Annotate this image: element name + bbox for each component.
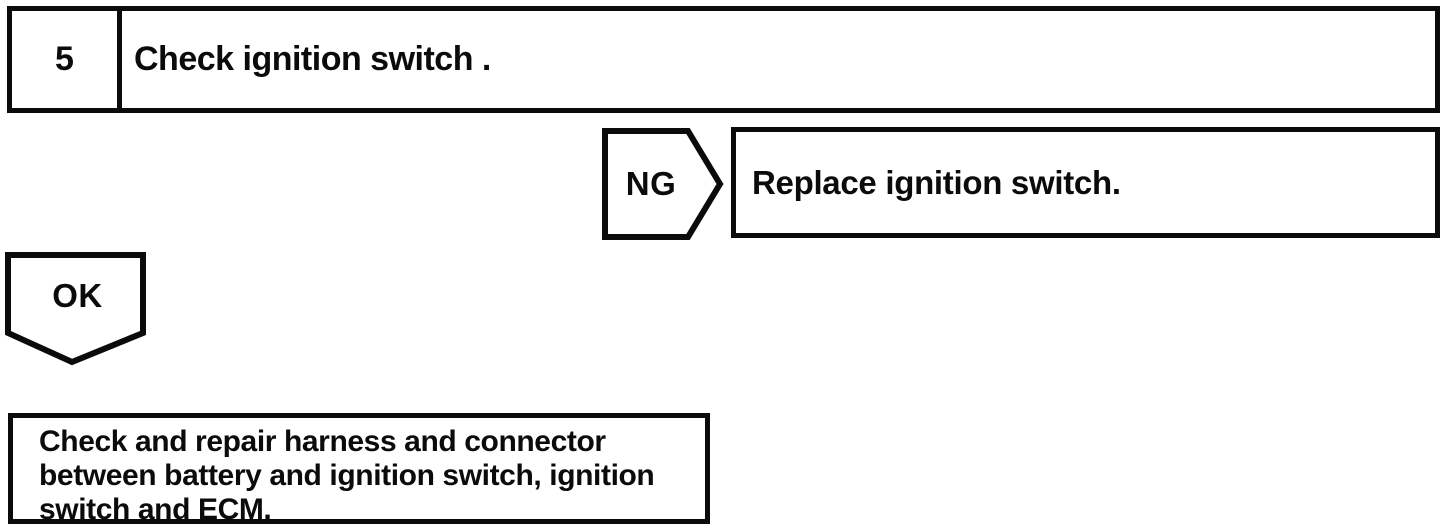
ok-action-box: Check and repair harness and connector b… bbox=[8, 413, 710, 526]
ok-label: OK bbox=[52, 277, 103, 314]
step-header-box: 5 Check ignition switch . bbox=[7, 6, 1440, 113]
ng-action-box: Replace ignition switch. bbox=[731, 127, 1440, 238]
ok-connector: OK bbox=[4, 251, 151, 368]
ok-action-line: between battery and ignition switch, ign… bbox=[39, 459, 655, 492]
ng-connector: NG bbox=[599, 125, 727, 243]
ng-action-text: Replace ignition switch. bbox=[752, 163, 1121, 201]
ok-action-line: Check and repair harness and connector bbox=[39, 425, 606, 458]
step-number: 5 bbox=[12, 11, 122, 108]
ng-pentagon-right-icon bbox=[602, 128, 724, 240]
ok-action-line: switch and ECM. bbox=[39, 493, 272, 526]
ng-label: NG bbox=[625, 165, 677, 202]
step-instruction: Check ignition switch . bbox=[134, 40, 491, 78]
ok-pentagon-down-icon bbox=[5, 252, 146, 366]
